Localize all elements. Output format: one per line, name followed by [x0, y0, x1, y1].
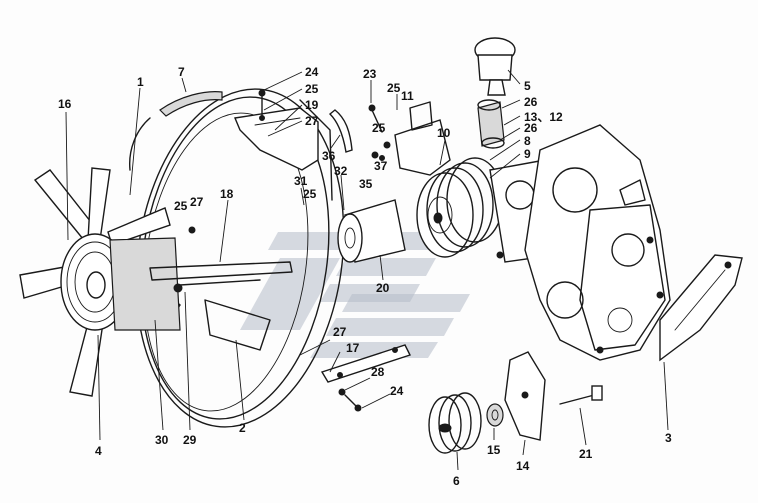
engine-front-cover [524, 124, 671, 361]
label-37: 37 [374, 159, 388, 173]
thermostat-sensor [474, 37, 516, 149]
label-24b: 24 [390, 384, 404, 398]
label-4: 4 [95, 444, 102, 458]
label-17: 17 [346, 341, 360, 355]
label-23: 23 [363, 67, 377, 81]
label-27: 27 [305, 114, 319, 128]
crank-pulley [428, 392, 482, 454]
label-5: 5 [524, 79, 531, 93]
label-8: 8 [524, 134, 531, 148]
label-25: 25 [305, 82, 319, 96]
label-25c: 25 [372, 121, 386, 135]
label-13-12: 13、12 [524, 110, 563, 124]
label-32: 32 [334, 164, 348, 178]
label-3: 3 [665, 431, 672, 445]
label-26b: 26 [524, 121, 538, 135]
label-2: 2 [239, 421, 246, 435]
label-19: 19 [305, 98, 319, 112]
label-1: 1 [137, 75, 144, 89]
side-plate [659, 254, 743, 362]
label-25e: 25 [174, 199, 188, 213]
label-18: 18 [220, 187, 234, 201]
lower-bracket [320, 344, 411, 412]
label-28: 28 [371, 365, 385, 379]
fan-assembly [19, 167, 181, 397]
label-11: 11 [401, 89, 414, 103]
label-20: 20 [376, 281, 390, 295]
label-31: 31 [294, 174, 308, 188]
label-7: 7 [178, 65, 185, 79]
label-21: 21 [579, 447, 593, 461]
label-9: 9 [524, 147, 531, 161]
tension-bracket [504, 351, 546, 441]
label-36: 36 [322, 149, 336, 163]
label-30: 30 [155, 433, 169, 447]
label-15: 15 [487, 443, 501, 457]
label-27c: 27 [333, 325, 347, 339]
label-27b: 27 [190, 195, 204, 209]
label-6: 6 [453, 474, 460, 488]
bolt [559, 385, 603, 405]
label-25b: 25 [387, 81, 401, 95]
label-14: 14 [516, 459, 530, 473]
label-29: 29 [183, 433, 197, 447]
spacer-ring [486, 403, 504, 427]
label-16: 16 [58, 97, 72, 111]
label-24: 24 [305, 65, 319, 79]
leader-lines [65, 69, 669, 471]
label-26: 26 [524, 95, 538, 109]
pulley-hub [337, 199, 406, 263]
label-35: 35 [359, 177, 373, 191]
label-25d: 25 [303, 187, 317, 201]
shroud-strip [159, 91, 223, 117]
part-number-labels: 16 1 7 24 25 19 27 23 25 11 25 10 5 26 1… [58, 65, 672, 488]
fan-spacer [149, 226, 293, 293]
label-10: 10 [437, 126, 451, 140]
thermostat-housing [328, 101, 451, 176]
